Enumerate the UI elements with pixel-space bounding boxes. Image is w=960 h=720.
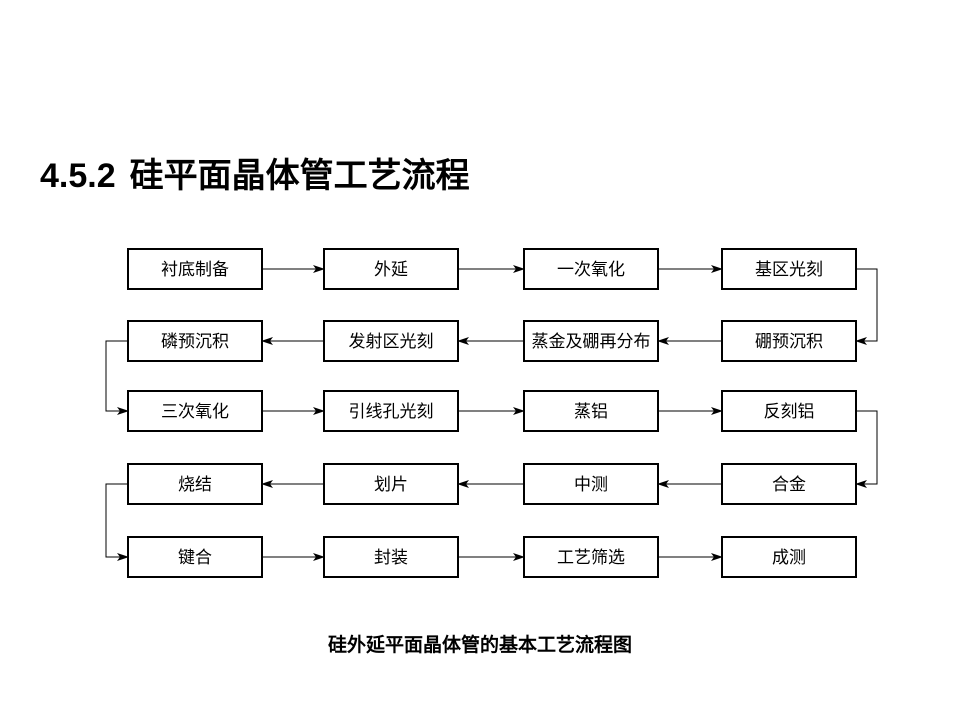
process-step-box (127, 463, 263, 505)
process-step: 引线孔光刻 (323, 390, 459, 432)
process-step-label: 烧结 (178, 475, 212, 495)
process-step-box (721, 463, 857, 505)
process-step-label: 工艺筛选 (557, 548, 625, 568)
figure-caption: 硅外延平面晶体管的基本工艺流程图 (327, 634, 632, 656)
process-step-label: 键合 (178, 548, 212, 568)
process-step-box (523, 248, 659, 290)
process-step-label: 成测 (772, 548, 806, 568)
process-step-label: 反刻铝 (764, 402, 815, 422)
section-number: 4.5.2 (40, 157, 116, 195)
process-step-label: 衬底制备 (161, 260, 229, 280)
process-step-label: 磷预沉积 (161, 332, 229, 352)
process-step: 合金 (721, 463, 857, 505)
process-step: 衬底制备 (127, 248, 263, 290)
process-step-box (127, 248, 263, 290)
process-step: 基区光刻 (721, 248, 857, 290)
process-step: 工艺筛选 (523, 536, 659, 578)
flow-arrow (855, 410, 878, 488)
process-step-box (721, 248, 857, 290)
process-step: 封装 (323, 536, 459, 578)
process-step-label: 三次氧化 (161, 402, 229, 422)
process-step: 键合 (127, 536, 263, 578)
process-step-box (323, 390, 459, 432)
process-step: 发射区光刻 (323, 320, 459, 362)
process-step: 反刻铝 (721, 390, 857, 432)
process-step: 烧结 (127, 463, 263, 505)
process-step-box (127, 390, 263, 432)
process-step-label: 封装 (374, 548, 408, 568)
process-step-label: 蒸铝 (574, 402, 608, 422)
process-step-label: 基区光刻 (755, 260, 823, 280)
process-step-box (523, 320, 659, 362)
process-step-box (721, 390, 857, 432)
process-step: 成测 (721, 536, 857, 578)
process-step-label: 发射区光刻 (349, 332, 434, 352)
process-step-box (323, 536, 459, 578)
process-step: 硼预沉积 (721, 320, 857, 362)
process-step: 划片 (323, 463, 459, 505)
process-step-box (523, 463, 659, 505)
process-step-label: 引线孔光刻 (349, 402, 434, 422)
process-step-box (523, 390, 659, 432)
flow-arrow (855, 268, 878, 345)
process-step: 外延 (323, 248, 459, 290)
process-step-box (323, 463, 459, 505)
process-step-box (721, 320, 857, 362)
process-step-label: 中测 (574, 475, 608, 495)
flow-arrow (105, 340, 129, 415)
flow-arrow (105, 483, 129, 561)
process-step-label: 外延 (374, 260, 408, 280)
process-step: 蒸铝 (523, 390, 659, 432)
process-step-box (323, 248, 459, 290)
process-step-box (523, 536, 659, 578)
process-step-box (127, 536, 263, 578)
process-step-box (721, 536, 857, 578)
process-step: 蒸金及硼再分布 (523, 320, 659, 362)
process-step-label: 合金 (772, 475, 806, 495)
process-step-box (127, 320, 263, 362)
section-heading: 硅平面晶体管工艺流程 (129, 157, 470, 195)
process-step-box (323, 320, 459, 362)
process-step-label: 硼预沉积 (755, 332, 823, 352)
process-step: 磷预沉积 (127, 320, 263, 362)
process-step: 三次氧化 (127, 390, 263, 432)
process-step-label: 划片 (374, 475, 408, 495)
section-title: 4.5.2 硅平面晶体管工艺流程 (40, 148, 470, 197)
process-step: 中测 (523, 463, 659, 505)
process-step-label: 蒸金及硼再分布 (532, 332, 651, 352)
process-step: 一次氧化 (523, 248, 659, 290)
process-step-label: 一次氧化 (557, 260, 625, 280)
